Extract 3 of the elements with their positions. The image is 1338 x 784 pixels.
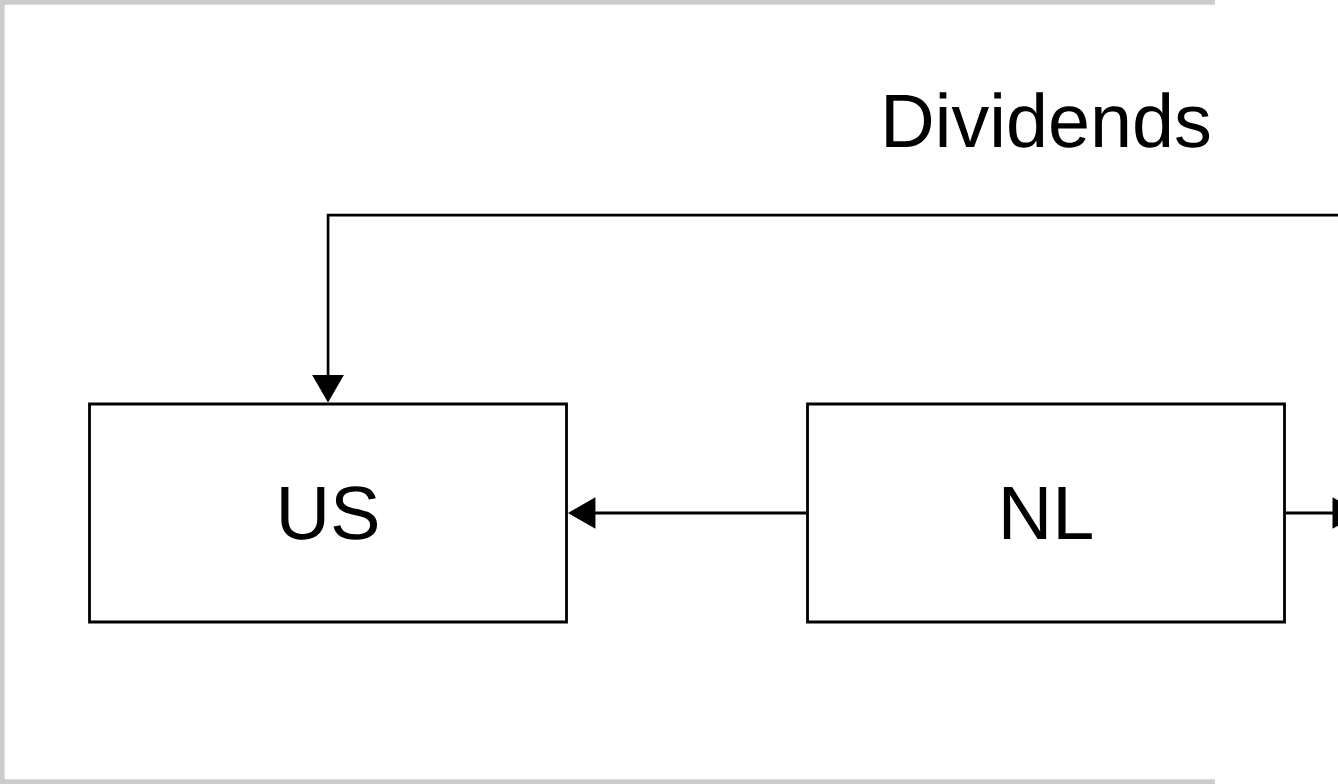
edge-label: Dividends [874, 86, 1218, 154]
country-box: US [88, 402, 568, 624]
country-box: NL [806, 402, 1286, 624]
